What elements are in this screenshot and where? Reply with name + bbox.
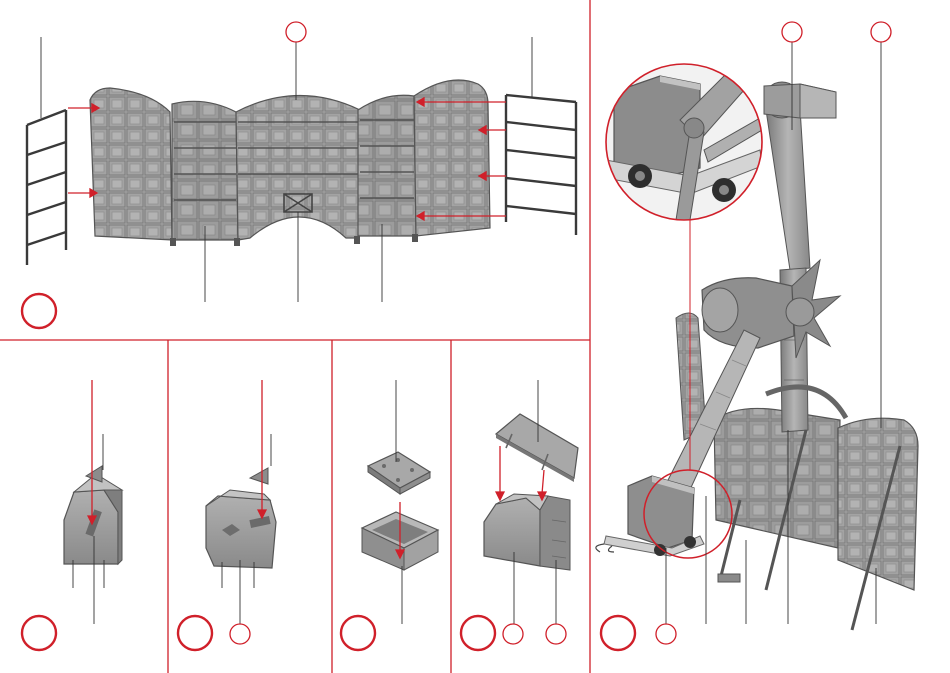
top-drum [764,82,836,118]
part-callout-circle-3a [230,624,250,644]
part-callout-circle-6b [871,22,891,42]
step-number-badge-6 [601,616,635,650]
vent-box-3 [206,490,276,568]
outrigger-foot [718,574,740,582]
step-number-badge-5 [461,616,495,650]
tractor-unit [596,476,704,556]
part-callout-circle-6c [656,624,676,644]
ladder-frame-right [506,95,576,235]
step-5-corner-box [461,380,578,650]
lid-plate-5 [496,414,578,482]
step-1-fence-assembly [22,22,576,328]
callout-leaders-step-4 [396,380,402,624]
fence-panel-2 [172,101,238,240]
main-drum [702,260,840,358]
step-number-badge-2 [22,616,56,650]
vent-flap-3 [250,468,268,484]
step-number-badge-3 [178,616,212,650]
step-4-tray-box [341,380,438,650]
lid-plate-4 [368,452,430,494]
step-2-vent-box [22,380,122,650]
step-number-badge-1 [22,294,56,328]
step-number-badge-4 [341,616,375,650]
ride-tower-mast [766,108,810,432]
fence-panel-4 [358,95,416,236]
step-6-ride-tower [596,22,918,650]
corner-box-5 [484,494,570,570]
ladder-frame-left [27,110,66,265]
part-callout-circle-1a [286,22,306,42]
part-callout-circle-5b [546,624,566,644]
step-3-angled-box [178,380,276,650]
fence-panel-5 [414,80,490,236]
fence-panel-1 [90,88,172,240]
part-callout-circle-6a [782,22,802,42]
part-callout-circle-5a [503,624,523,644]
